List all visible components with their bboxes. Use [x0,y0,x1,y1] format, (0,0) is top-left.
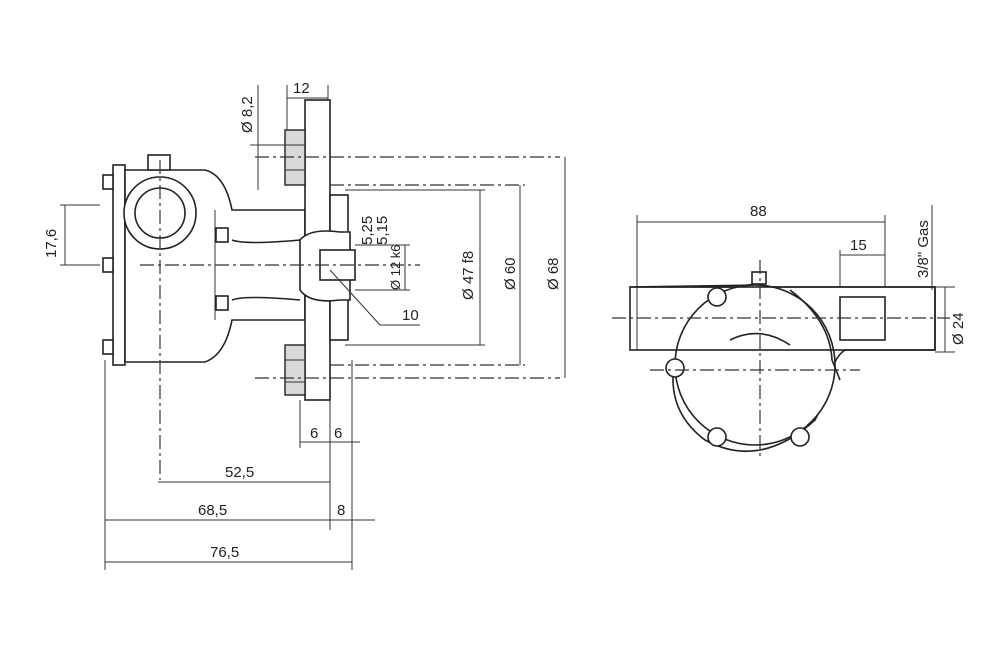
bolt [790,427,810,447]
bolt [707,287,727,307]
dim-key-a: 5,25 [359,216,376,245]
dim-flange-width: 12 [293,80,310,97]
end-cover [112,164,126,366]
dim-shaft-len: 10 [402,307,419,324]
dim-gap-a: 6 [310,425,318,442]
dim-pcd: Ø 60 [502,257,519,290]
dim-total: 76,5 [210,544,239,561]
dim-gap-b: 6 [334,425,342,442]
bolt [665,358,685,378]
dim-key-b: 5,15 [374,216,391,245]
dim-bolt-hole: Ø 8,2 [239,96,256,133]
bolt [707,427,727,447]
dim-width: 88 [750,203,767,220]
front-view [612,205,955,460]
dim-thread: 3/8" Gas [915,220,932,278]
dim-flange-dia: Ø 68 [545,257,562,290]
dim-port-height: 17,6 [43,229,60,258]
dim-shaft: Ø 12 k6 [388,244,403,290]
dim-port-dia: Ø 24 [950,312,967,345]
dim-len-3: 8 [337,502,345,519]
dim-thread-len: 15 [850,237,867,254]
side-view [60,85,566,570]
dim-len-1: 52,5 [225,464,254,481]
dim-spigot: Ø 47 f8 [460,251,477,300]
dim-len-2: 68,5 [198,502,227,519]
